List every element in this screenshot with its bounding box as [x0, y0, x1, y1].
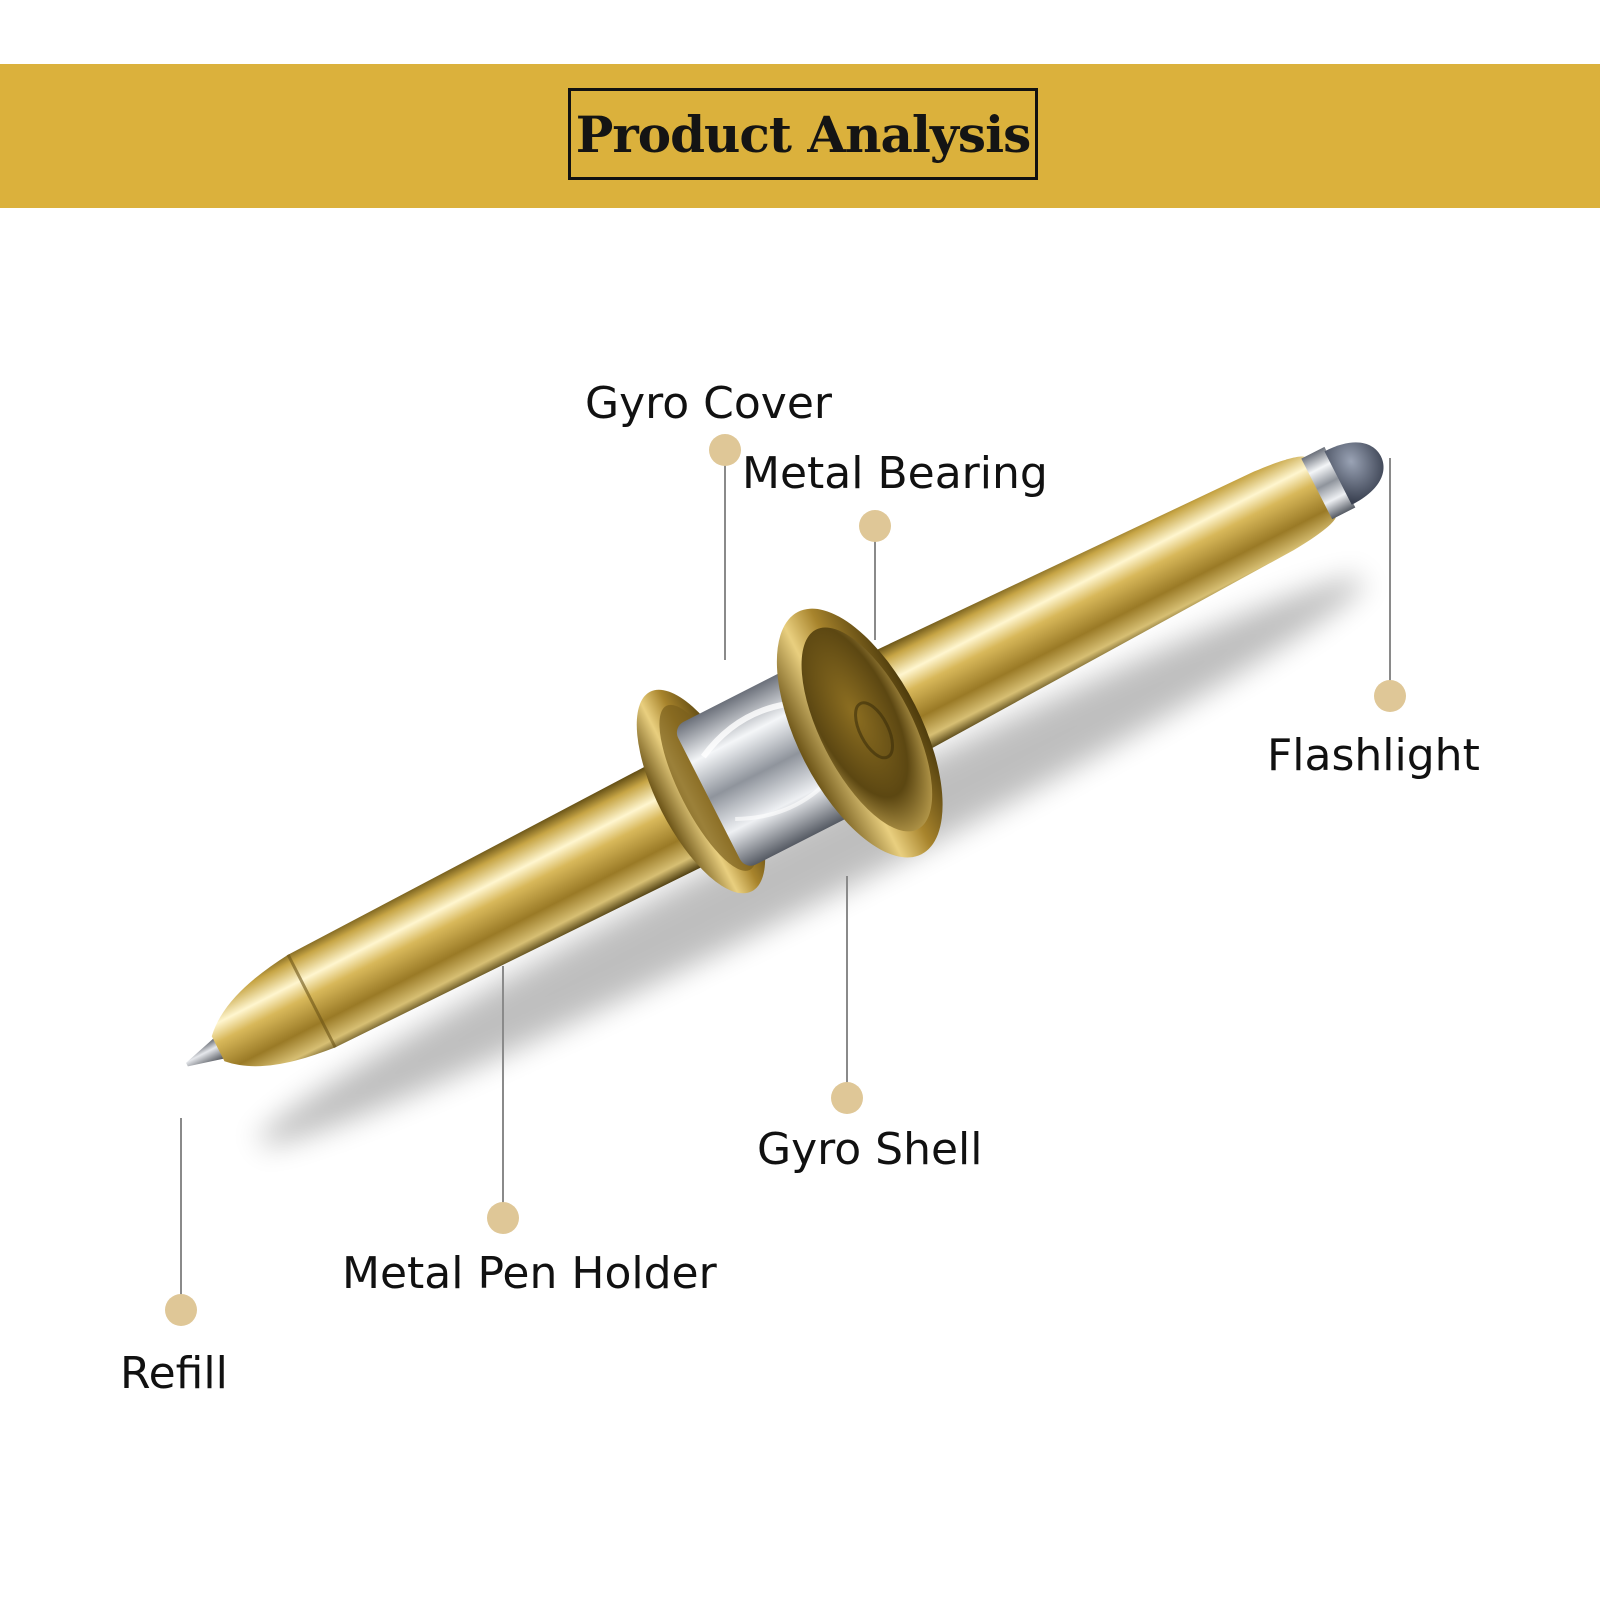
leader-lines [180, 452, 1391, 1308]
pen [186, 442, 1384, 1067]
pen-shadow [258, 577, 1365, 1146]
dot-metal-pen-holder [487, 1202, 519, 1234]
label-metal-bearing: Metal Bearing [742, 448, 1048, 499]
dot-gyro-shell [831, 1082, 863, 1114]
dot-flashlight [1374, 680, 1406, 712]
flashlight-collar [1301, 446, 1356, 520]
pen-body-front [211, 754, 722, 1067]
flashlight-cap [1324, 442, 1384, 505]
page-title: Product Analysis [575, 104, 1031, 164]
title-box: Product Analysis [568, 88, 1038, 180]
callout-dots [165, 434, 1406, 1326]
label-gyro-shell: Gyro Shell [757, 1124, 983, 1175]
label-flashlight: Flashlight [1267, 730, 1480, 781]
pen-body-rear [828, 456, 1336, 776]
label-refill: Refill [120, 1348, 228, 1399]
dot-refill [165, 1294, 197, 1326]
dot-metal-bearing [859, 510, 891, 542]
label-metal-pen-holder: Metal Pen Holder [342, 1248, 717, 1299]
label-gyro-cover: Gyro Cover [585, 378, 833, 429]
dot-gyro-cover [709, 434, 741, 466]
